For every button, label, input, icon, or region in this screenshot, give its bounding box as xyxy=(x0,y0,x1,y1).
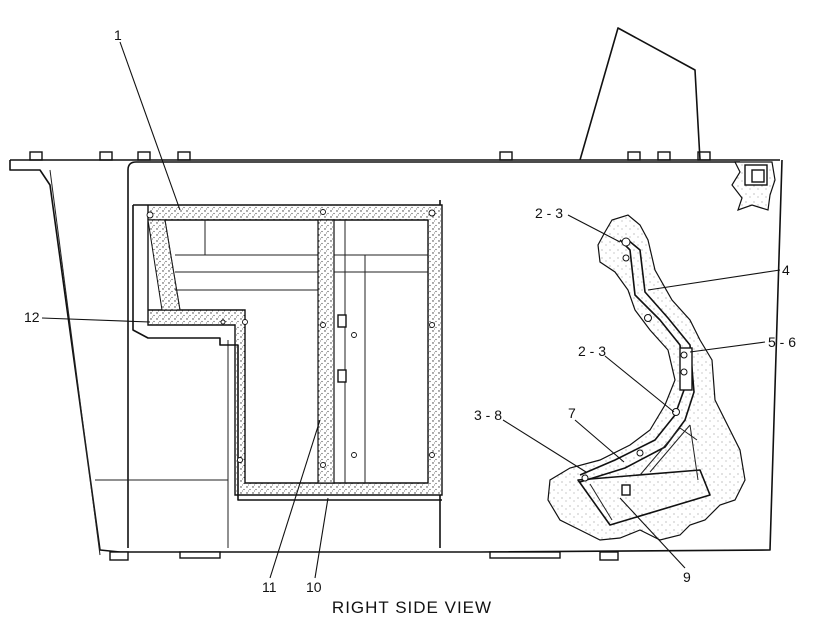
leader-lines xyxy=(41,41,781,579)
callout-12: 12 xyxy=(24,309,40,325)
door-frame xyxy=(132,204,443,501)
callout-9: 9 xyxy=(683,569,691,585)
callout-3-8: 3 - 8 xyxy=(474,407,502,423)
callout-2-3-lower: 2 - 3 xyxy=(578,343,606,359)
callout-labels: 1 12 11 10 2 - 3 4 5 - 6 2 - 3 3 - 8 7 9 xyxy=(24,27,796,595)
bracket-cutaway xyxy=(547,214,746,541)
callout-7: 7 xyxy=(568,405,576,421)
callout-5-6: 5 - 6 xyxy=(768,334,796,350)
callout-4: 4 xyxy=(782,262,790,278)
view-caption: RIGHT SIDE VIEW xyxy=(332,598,492,617)
body-outline xyxy=(9,159,783,561)
upper-panel xyxy=(579,27,701,161)
callout-10: 10 xyxy=(306,579,322,595)
callout-1: 1 xyxy=(114,27,122,43)
callout-11: 11 xyxy=(262,579,277,595)
callout-2-3-upper: 2 - 3 xyxy=(535,205,563,221)
corner-cutaway xyxy=(731,161,776,211)
roof-tabs xyxy=(29,151,711,161)
